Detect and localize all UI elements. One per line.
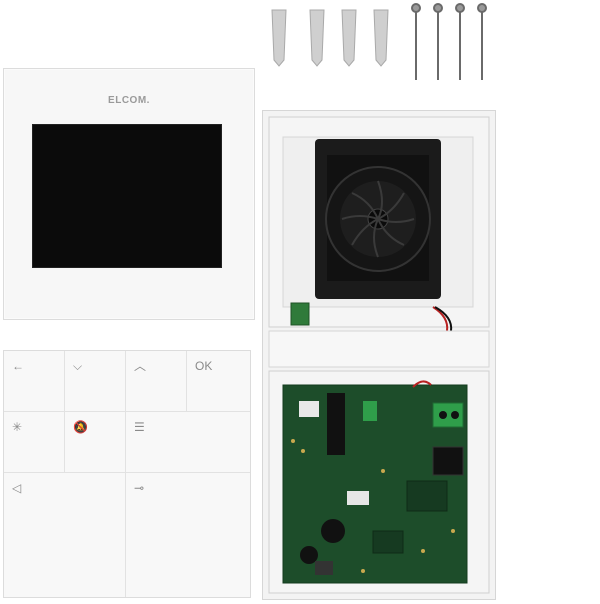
back-arrow-key[interactable]: ← — [4, 351, 65, 412]
monitor-screen — [32, 124, 222, 268]
keypad-panel: ← ⌵ ︿ OK ✳ 🔕 ☰ ◁ ⊸ — [3, 350, 251, 598]
speaker-icon: ◁ — [12, 481, 22, 495]
speaker-cone — [325, 166, 431, 272]
ok-key[interactable]: OK — [187, 351, 250, 412]
screw-2 — [433, 3, 443, 80]
wall-plug-1 — [271, 9, 287, 67]
door-key-icon: ⊸ — [134, 481, 145, 495]
chevron-down-icon: ⌵ — [73, 359, 83, 373]
speaker-key[interactable]: ◁ — [4, 473, 126, 597]
wall-plugs-and-screws — [271, 3, 487, 80]
wall-plug-2 — [309, 9, 325, 67]
mute-bell-key[interactable]: 🔕 — [65, 412, 126, 473]
light-icon: ✳ — [12, 420, 23, 434]
door-key[interactable]: ⊸ — [126, 473, 250, 597]
black-terminal-block — [432, 446, 464, 476]
green-terminal-block — [432, 402, 464, 428]
monitor-front-panel: ELCOM. — [3, 68, 255, 320]
wall-plug-3 — [341, 9, 357, 67]
menu-list-icon: ☰ — [134, 420, 145, 434]
chevron-up-icon: ︿ — [134, 359, 147, 373]
housing-internals — [268, 116, 490, 594]
ok-label: OK — [195, 359, 213, 373]
device-housing — [262, 110, 496, 600]
chevron-down-key[interactable]: ⌵ — [65, 351, 126, 412]
screw-4 — [477, 3, 487, 80]
wall-plug-4 — [373, 9, 389, 67]
mute-bell-icon: 🔕 — [73, 420, 88, 434]
brand-logo: ELCOM. — [108, 95, 150, 106]
back-arrow-icon: ← — [12, 359, 24, 373]
menu-list-key[interactable]: ☰ — [126, 412, 250, 473]
chevron-up-key[interactable]: ︿ — [126, 351, 187, 412]
screw-3 — [455, 3, 465, 80]
screw-1 — [411, 3, 421, 80]
light-key[interactable]: ✳ — [4, 412, 65, 473]
